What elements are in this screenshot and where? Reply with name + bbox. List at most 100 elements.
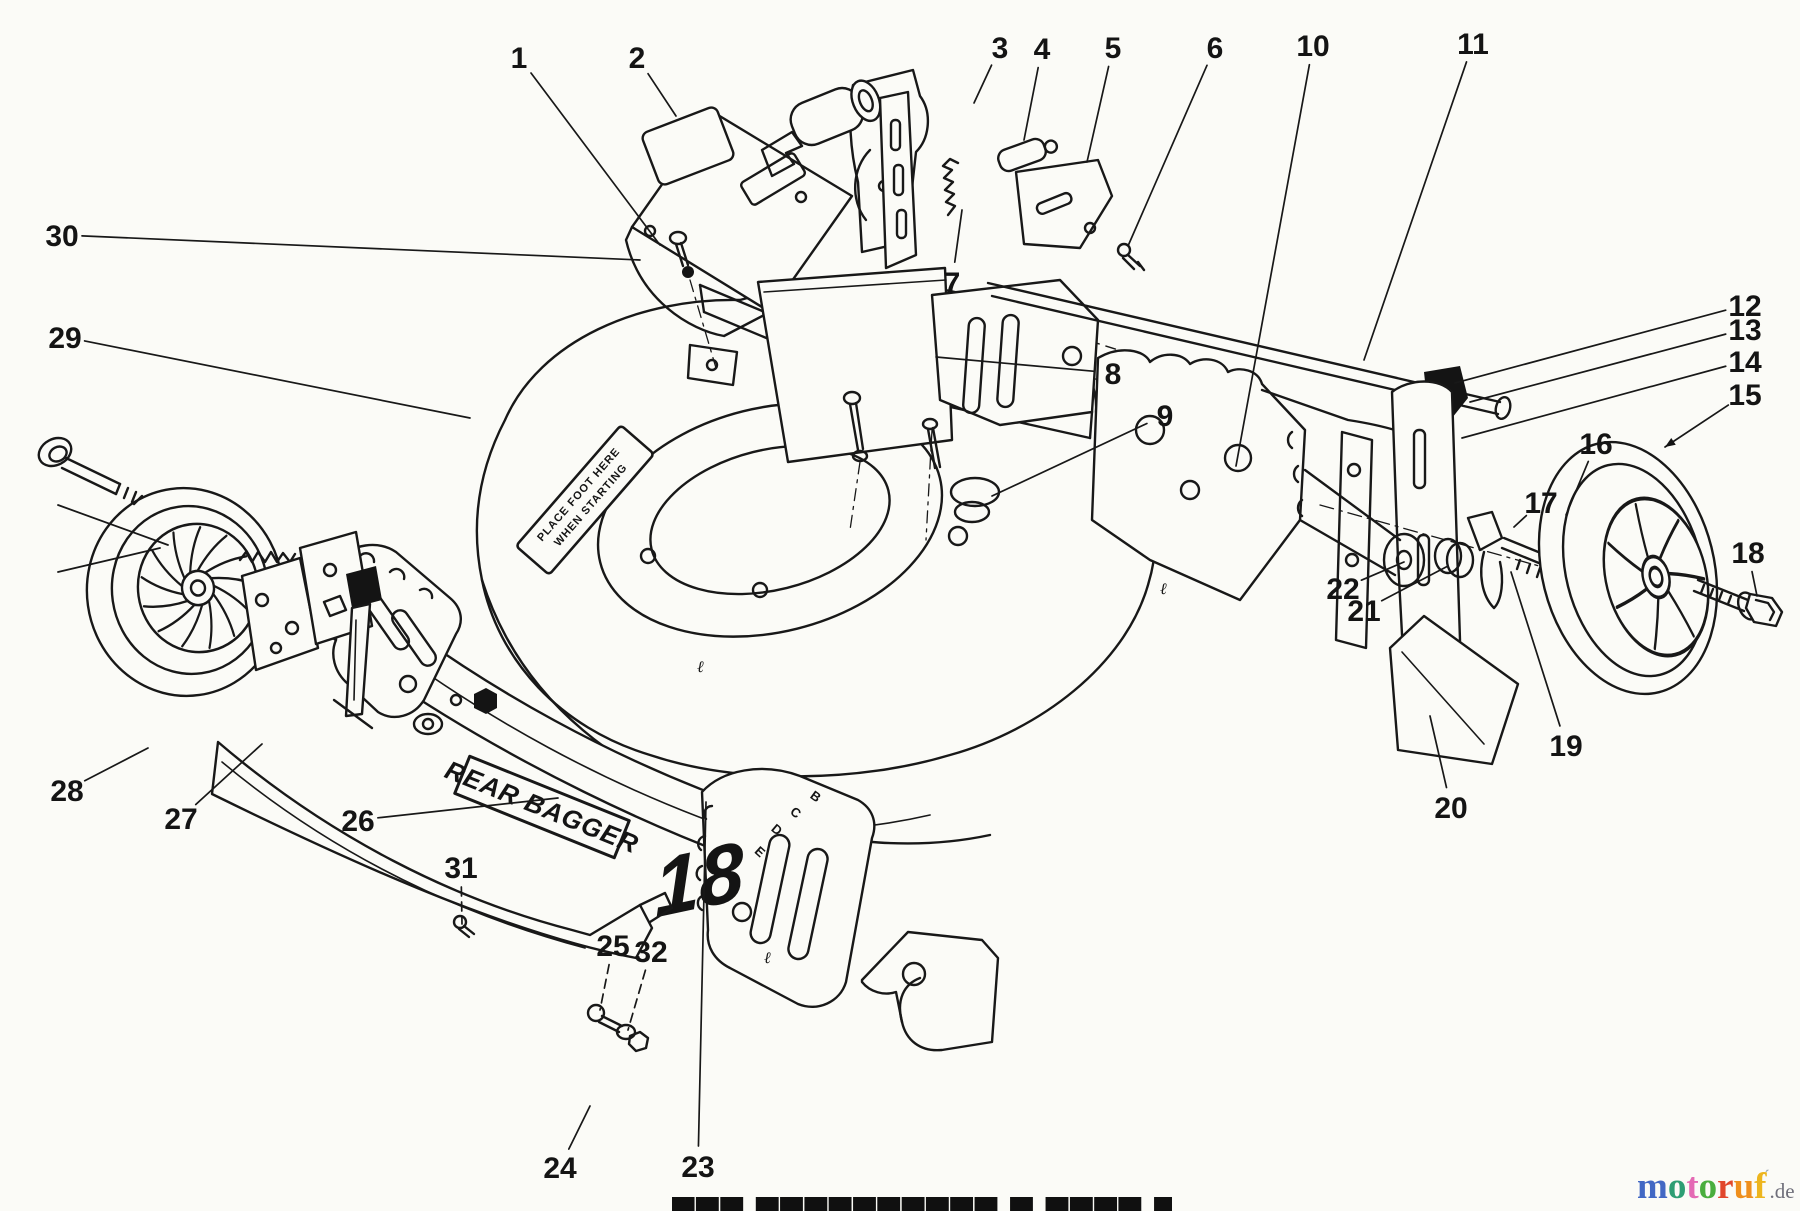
part-label-11: 11 (1457, 28, 1489, 61)
leader-line-23 (697, 801, 707, 1147)
leader-line-18 (1751, 570, 1758, 597)
left-wheel (37, 436, 382, 730)
shield-plate-5 (1014, 158, 1114, 250)
logo-letter-t: t (1686, 1166, 1699, 1207)
deflector-plate (1388, 614, 1520, 766)
corner-bracket (860, 930, 1000, 1052)
leader-line-27 (194, 743, 263, 806)
screw-8a (842, 390, 869, 463)
height-lever (332, 566, 382, 730)
nut-32 (627, 1030, 650, 1053)
screw-6 (1116, 242, 1146, 272)
leader-line-1 (530, 72, 661, 246)
handle-mount-bracket (789, 68, 1059, 270)
part-label-7: 7 (944, 267, 961, 300)
centerline-mark: ℓ (1160, 581, 1167, 598)
leader-line-2 (647, 72, 677, 117)
part-label-5: 5 (1105, 32, 1122, 65)
leader-line-30 (81, 235, 641, 261)
leader-line-19 (1510, 571, 1561, 727)
leader-line-3 (973, 64, 993, 104)
part-label-1: 1 (511, 42, 528, 75)
leader-arrow-15 (1665, 437, 1676, 447)
front-bumper (210, 740, 674, 1053)
leader-line-25 (599, 963, 610, 1011)
part-label-17: 17 (1524, 487, 1557, 520)
clipped-caption: ███ ██████████ █ ████ ████ ██ (672, 1197, 1172, 1211)
part-label-31: 31 (444, 852, 477, 885)
spring-7 (941, 157, 960, 217)
part-label-32: 32 (634, 936, 667, 969)
leader-line-32 (627, 969, 647, 1031)
part-label-27: 27 (164, 803, 197, 836)
part-label-18: 18 (1731, 537, 1764, 570)
part-label-15: 15 (1728, 379, 1761, 412)
part-label-4: 4 (1034, 33, 1051, 66)
leader-line-6 (1127, 64, 1208, 247)
handle-roller (789, 79, 882, 147)
motoruf-logo-text: motoruf (1637, 1168, 1767, 1206)
deck-size-decal: 18 (653, 823, 746, 936)
rear-door-bracket (1090, 349, 1307, 602)
part-label-14: 14 (1728, 346, 1762, 379)
leader-line-12 (1454, 309, 1727, 384)
alignment-chevron (57, 504, 169, 573)
leader-line-22 (1360, 561, 1405, 582)
logo-suffix: .de (1769, 1179, 1795, 1203)
leader-line-11 (1363, 61, 1468, 361)
skirt-right-bracket (695, 767, 876, 1008)
screw-8b (921, 417, 942, 470)
part-label-26: 26 (341, 805, 374, 838)
leader-line-16 (1565, 460, 1590, 516)
part-label-3: 3 (992, 32, 1009, 65)
leader-line-8 (935, 356, 1094, 373)
motoruf-watermark: motorufˊ.de (1637, 1168, 1800, 1208)
part-label-28: 28 (50, 775, 83, 808)
logo-letter-r: r (1717, 1166, 1734, 1207)
leader-line-20 (1429, 715, 1448, 789)
right-wheel (1537, 440, 1784, 696)
leader-line-9 (991, 422, 1148, 497)
rear-mount-bracket (930, 278, 1100, 427)
leader-line-4 (1023, 66, 1040, 141)
bushing-21 (1433, 537, 1475, 579)
leader-line-14 (1461, 365, 1727, 439)
centerline-mark: ℓ (764, 950, 771, 967)
wheel-bracket-left (240, 530, 374, 672)
leader-line-29 (83, 340, 471, 419)
part-label-30: 30 (45, 220, 78, 253)
part-label-16: 16 (1579, 428, 1612, 461)
part-label-6: 6 (1207, 32, 1224, 65)
part-label-9: 9 (1157, 400, 1174, 433)
screw-31 (452, 914, 476, 939)
part-label-25: 25 (596, 930, 629, 963)
part-label-21: 21 (1347, 595, 1380, 628)
axle-bolt-right (1692, 578, 1784, 628)
leader-line-21 (1380, 565, 1449, 602)
mid-plate-8 (756, 266, 954, 541)
logo-tick: ˊ (1764, 1168, 1770, 1184)
washer-22 (1382, 532, 1426, 588)
pivot-pin (997, 137, 1059, 173)
axle-bolt-left (37, 436, 144, 506)
logo-letter-m: m (1637, 1166, 1668, 1207)
part-label-29: 29 (48, 322, 81, 355)
leader-line-24 (567, 1105, 591, 1150)
leader-line-31 (460, 886, 463, 925)
centerline-marks: ℓ ℓ ℓ (697, 581, 1167, 967)
part-label-19: 19 (1549, 730, 1582, 763)
part-label-23: 23 (681, 1151, 714, 1184)
logo-letter-u: u (1733, 1166, 1755, 1207)
part-label-2: 2 (629, 42, 646, 75)
logo-letter-o: o (1667, 1166, 1687, 1207)
leader-line-13 (1469, 333, 1727, 403)
axle-spring (238, 550, 297, 564)
centerline-mark: ℓ (697, 659, 704, 676)
screw-30 (668, 230, 694, 278)
part-label-12: 12 (1728, 290, 1761, 323)
id-plate (641, 106, 735, 186)
leader-line-26 (377, 797, 559, 819)
